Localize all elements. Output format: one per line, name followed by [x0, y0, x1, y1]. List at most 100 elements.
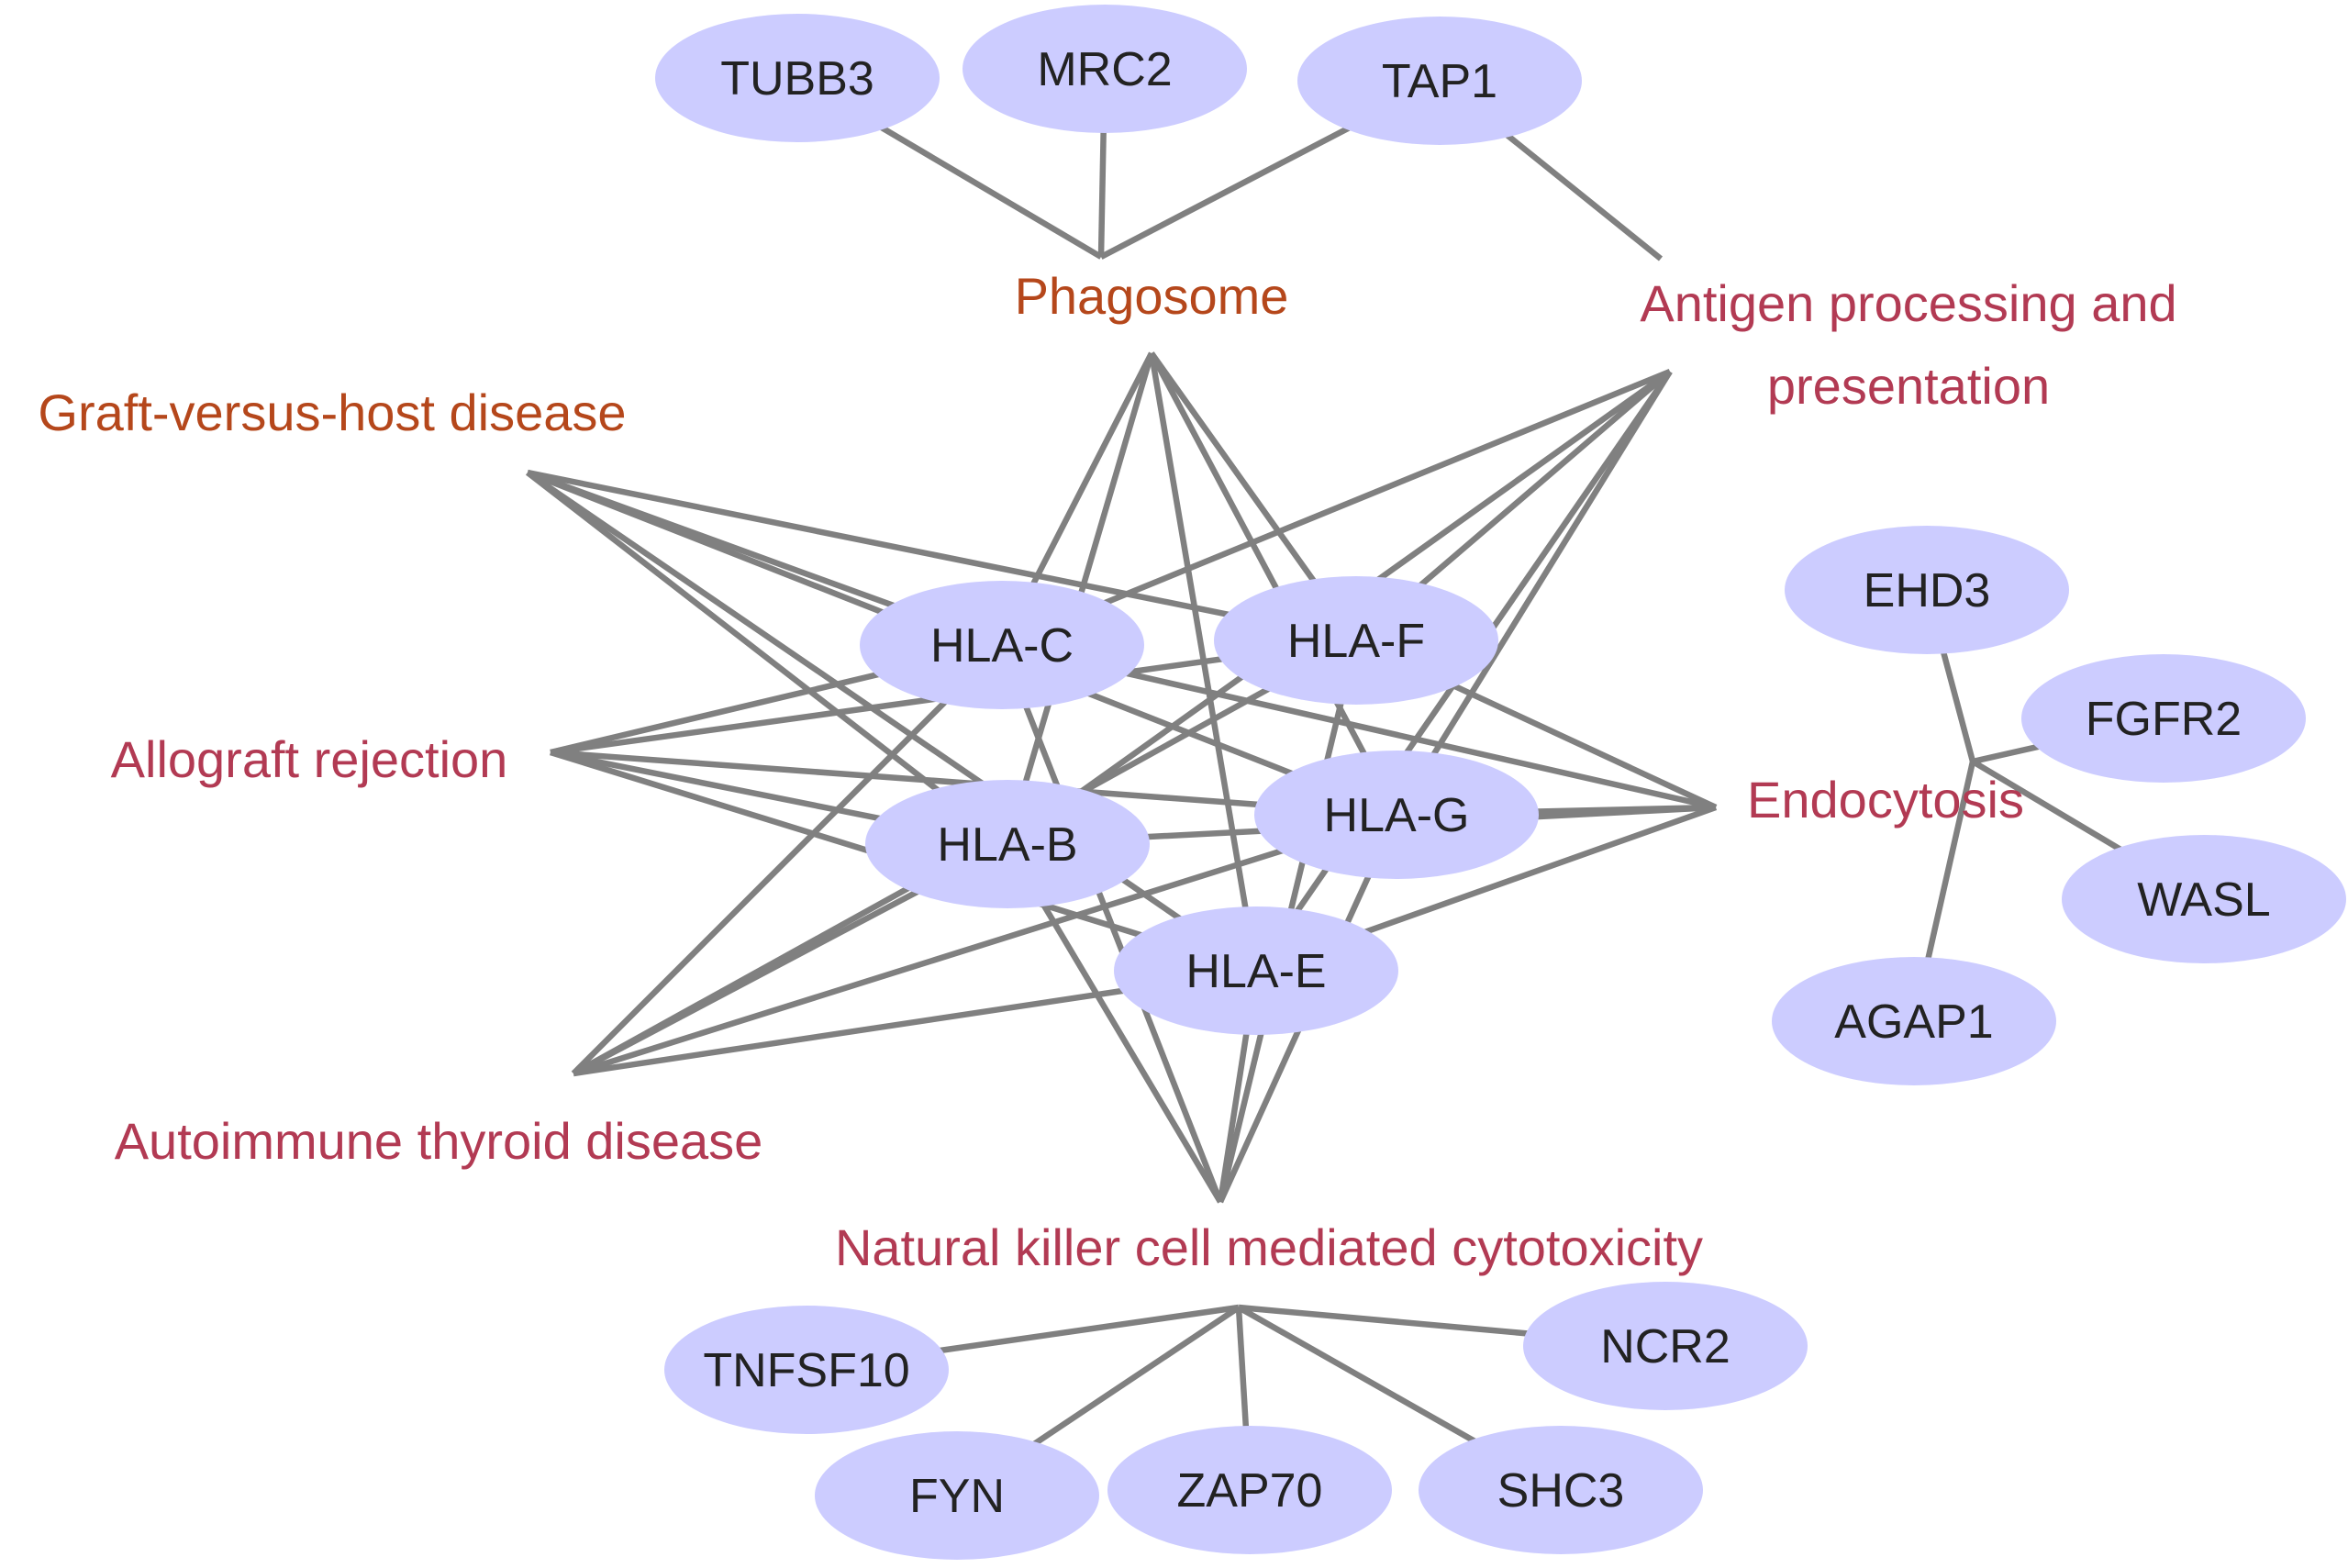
gene-label: TNFSF10 — [703, 1344, 909, 1397]
pathway-label-line: Endocytosis — [1747, 771, 2024, 828]
gene-ellipse — [655, 14, 940, 142]
edge-allograft-HLA-B — [550, 749, 889, 824]
pathway-label-allograft[interactable]: Allograft rejection — [111, 730, 508, 788]
edge-endocytosis-AGAP1 — [1924, 761, 1976, 963]
gene-label: NCR2 — [1600, 1320, 1730, 1373]
edge-endocytosis-HLA-C — [1118, 668, 1717, 811]
edge-endocytosis-HLA-G — [1527, 804, 1717, 815]
gene-node-hla-b[interactable]: HLA-B — [865, 780, 1150, 908]
edge-antigen-HLA-C — [1097, 368, 1672, 608]
gene-ellipse — [1523, 1282, 1808, 1410]
gene-node-hla-g[interactable]: HLA-G — [1254, 751, 1539, 879]
gene-node-tnfsf10[interactable]: TNFSF10 — [664, 1306, 949, 1434]
gene-node-hla-e[interactable]: HLA-E — [1114, 906, 1398, 1035]
pathway-label-nk[interactable]: Natural killer cell mediated cytotoxicit… — [835, 1218, 1703, 1276]
edge-TUBB3-phagosome — [875, 122, 1103, 260]
gene-label: TAP1 — [1382, 55, 1497, 108]
gene-ellipse — [815, 1431, 1099, 1560]
edge-TAP1-phagosome — [1099, 122, 1356, 260]
gene-node-tubb3[interactable]: TUBB3 — [655, 14, 940, 142]
edge-endocytosis-EHD3 — [1939, 648, 1976, 762]
gene-ellipse — [860, 581, 1144, 709]
pathway-label-line: Natural killer cell mediated cytotoxicit… — [835, 1218, 1703, 1276]
pathway-label-thyroid[interactable]: Autoimmune thyroid disease — [115, 1112, 763, 1170]
edge-gvhd-HLA-F — [527, 469, 1238, 619]
edge-allograft-HLA-G — [550, 749, 1268, 808]
label-layer: Phagosome Antigen processing and presentat… — [38, 267, 2176, 1276]
edge-nk-TNFSF10 — [930, 1304, 1240, 1355]
gene-node-tap1[interactable]: TAP1 — [1297, 17, 1582, 145]
gene-ellipse — [664, 1306, 949, 1434]
edge-TAP1-antigen — [1501, 129, 1664, 261]
gene-node-ehd3[interactable]: EHD3 — [1785, 526, 2069, 654]
gene-label: AGAP1 — [1834, 995, 1993, 1049]
edge-allograft-HLA-E — [550, 749, 1150, 940]
edge-endocytosis-HLA-F — [1446, 680, 1718, 810]
gene-node-hla-c[interactable]: HLA-C — [860, 581, 1144, 709]
gene-label: FYN — [909, 1470, 1005, 1523]
pathway-label-line: Allograft rejection — [111, 730, 508, 788]
edge-antigen-HLA-F — [1415, 369, 1673, 591]
pathway-label-line: Graft-versus-host disease — [38, 384, 626, 441]
edge-endocytosis-WASL — [1971, 759, 2127, 855]
gene-node-fyn[interactable]: FYN — [815, 1431, 1099, 1560]
gene-ellipse — [1114, 906, 1398, 1035]
edge-phagosome-HLA-C — [1029, 351, 1154, 589]
pathway-label-line: Antigen processing and — [1640, 274, 2176, 332]
gene-node-wasl[interactable]: WASL — [2062, 835, 2346, 963]
gene-node-shc3[interactable]: SHC3 — [1419, 1426, 1703, 1554]
gene-ellipse — [1107, 1426, 1392, 1554]
edge-nk-HLA-B — [1039, 899, 1223, 1204]
edge-antigen-HLA-G — [1429, 370, 1673, 760]
edge-nk-NCR2 — [1238, 1304, 1538, 1338]
edge-allograft-HLA-C — [550, 669, 887, 756]
edge-nk-FYN — [1029, 1305, 1241, 1450]
gene-label: MRC2 — [1037, 43, 1172, 96]
edge-endocytosis-FGFR2 — [1972, 741, 2048, 765]
pathway-label-line: presentation — [1767, 357, 2050, 415]
gene-node-fgfr2[interactable]: FGFR2 — [2021, 654, 2306, 783]
pathway-label-phagosome[interactable]: Phagosome — [1015, 267, 1289, 325]
gene-node-agap1[interactable]: AGAP1 — [1772, 957, 2056, 1085]
edge-phagosome-HLA-F — [1149, 351, 1319, 586]
gene-label: TUBB3 — [720, 52, 874, 106]
edge-MRC2-phagosome — [1097, 128, 1107, 258]
gene-label: ZAP70 — [1177, 1464, 1323, 1518]
pathway-label-antigen[interactable]: Antigen processing and presentation — [1640, 274, 2176, 415]
gene-ellipse — [1214, 576, 1498, 705]
gene-label: HLA-B — [937, 818, 1077, 872]
gene-label: EHD3 — [1864, 564, 1991, 617]
pathway-label-line: Phagosome — [1015, 267, 1289, 325]
gene-ellipse — [865, 780, 1150, 908]
gene-node-zap70[interactable]: ZAP70 — [1107, 1426, 1392, 1554]
edge-nk-ZAP70 — [1235, 1307, 1250, 1431]
gene-node-hla-f[interactable]: HLA-F — [1214, 576, 1498, 705]
gene-ellipse — [1297, 17, 1582, 145]
gene-label: HLA-E — [1185, 945, 1326, 998]
gene-label: HLA-F — [1287, 615, 1425, 668]
gene-label: SHC3 — [1497, 1464, 1625, 1518]
gene-ellipse — [963, 5, 1247, 133]
edge-endocytosis-HLA-E — [1357, 804, 1718, 938]
edge-thyroid-HLA-E — [573, 986, 1133, 1077]
gene-ellipse — [1419, 1426, 1703, 1554]
gene-ellipse — [1772, 957, 2056, 1085]
edge-nk-SHC3 — [1237, 1305, 1481, 1447]
gene-label: HLA-G — [1324, 789, 1470, 842]
edge-nk-HLA-E — [1217, 1029, 1251, 1203]
gene-node-ncr2[interactable]: NCR2 — [1523, 1282, 1808, 1410]
gene-ellipse — [2062, 835, 2346, 963]
pathway-label-line: Autoimmune thyroid disease — [115, 1112, 763, 1170]
edge-phagosome-HLA-E — [1148, 352, 1250, 913]
gene-ellipse — [1785, 526, 2069, 654]
gene-label: FGFR2 — [2086, 693, 2242, 746]
pathway-label-gvhd[interactable]: Graft-versus-host disease — [38, 384, 626, 441]
edge-thyroid-HLA-C — [571, 696, 951, 1076]
gene-ellipse — [2021, 654, 2306, 783]
gene-node-mrc2[interactable]: MRC2 — [963, 5, 1247, 133]
edge-phagosome-HLA-B — [1021, 352, 1155, 787]
pathway-label-endocytosis[interactable]: Endocytosis — [1747, 771, 2024, 828]
edge-thyroid-HLA-G — [573, 845, 1290, 1077]
